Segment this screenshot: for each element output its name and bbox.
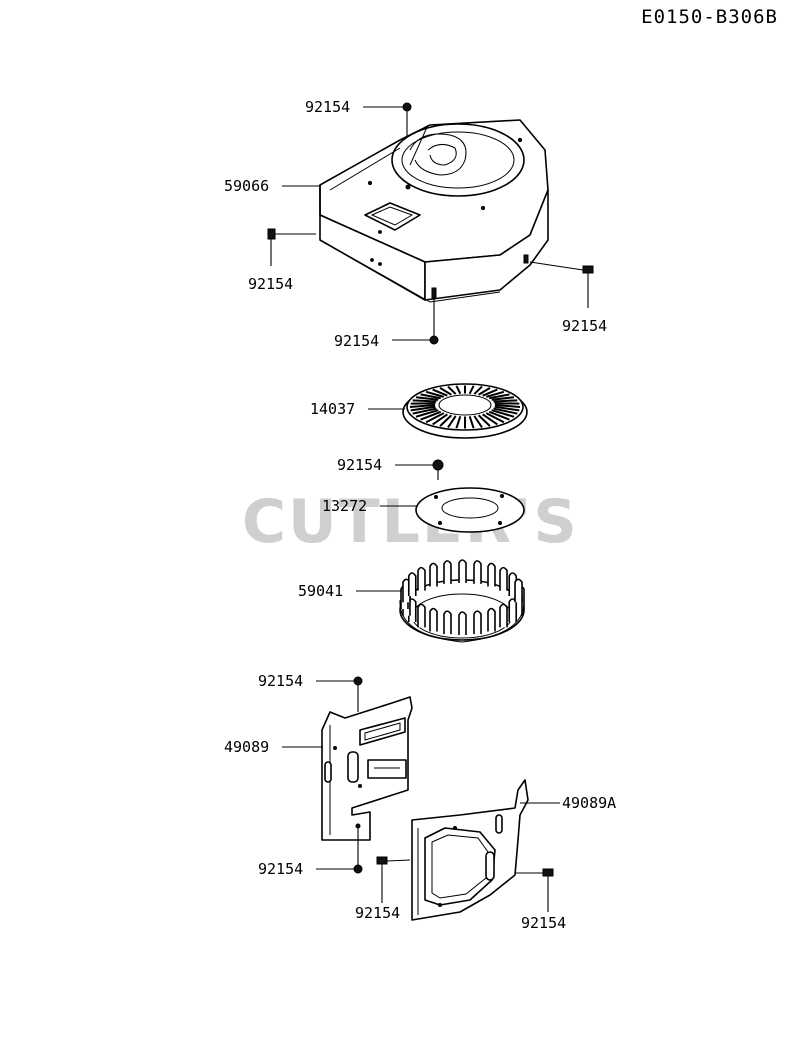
screen-slot	[425, 412, 445, 424]
screen-slot	[420, 410, 442, 421]
fan-blade	[429, 562, 438, 587]
callout-59041: 59041	[298, 582, 343, 600]
screen-slot	[494, 404, 521, 408]
screen-slot	[447, 385, 457, 395]
callout-92154-top: 92154	[305, 98, 350, 116]
callout-labels: 92154 59066 92154 92154 92154 14037 9215…	[224, 98, 616, 932]
screen-slot	[415, 409, 439, 418]
callout-92154-shroud-a-right: 92154	[521, 914, 566, 932]
diagram-code: E0150-B306B	[641, 6, 778, 28]
rotating-screen[interactable]	[402, 383, 528, 439]
screen-slot	[455, 385, 462, 395]
cylinder-shroud-a[interactable]	[411, 779, 529, 921]
callout-49089: 49089	[224, 738, 269, 756]
fan-blades	[400, 559, 525, 635]
callout-92154-nut: 92154	[337, 456, 382, 474]
fan-blade	[417, 566, 426, 591]
screen-slot	[468, 385, 475, 395]
screen-slot	[439, 414, 453, 427]
callout-92154-shroud-bottom: 92154	[258, 860, 303, 878]
screen-slot	[468, 416, 475, 429]
screen-slot	[491, 396, 515, 401]
fan-blade	[429, 607, 438, 632]
screen-slot	[493, 399, 518, 403]
screen-slots	[409, 385, 521, 429]
screen-slot	[482, 413, 498, 426]
fan-blade	[458, 611, 467, 635]
nut-center[interactable]	[432, 459, 444, 480]
screen-slot	[482, 388, 498, 397]
callout-13272: 13272	[322, 497, 367, 515]
screen-slot	[491, 409, 515, 418]
bolt-top-housing[interactable]	[402, 102, 412, 138]
callout-49089a: 49089A	[562, 794, 616, 812]
screen-slot	[477, 414, 491, 427]
screen-slot	[425, 390, 445, 398]
screen-slot	[473, 415, 483, 429]
callout-92154-shroud-top: 92154	[258, 672, 303, 690]
screen-slot	[415, 396, 439, 401]
bolt-left-housing[interactable]	[267, 228, 316, 266]
cooling-fan[interactable]	[399, 559, 525, 643]
callout-92154-right: 92154	[562, 317, 607, 335]
screen-slot	[409, 404, 436, 408]
screen-slot	[432, 388, 448, 397]
fan-blade	[473, 560, 482, 584]
fan-blade	[443, 560, 452, 584]
screen-slot	[447, 415, 457, 429]
fan-blade	[443, 610, 452, 635]
screen-slot	[420, 393, 441, 400]
cylinder-shroud[interactable]	[321, 696, 413, 841]
callout-92154-housing-bottom: 92154	[334, 332, 379, 350]
leader-lines	[282, 106, 560, 870]
blower-housing[interactable]	[319, 119, 549, 303]
bolt-bottom-housing[interactable]	[429, 298, 439, 345]
callout-14037: 14037	[310, 400, 355, 418]
callout-92154-left: 92154	[248, 275, 293, 293]
bolt-shroud-top[interactable]	[353, 676, 363, 712]
screen-slot	[412, 407, 437, 415]
fan-blade	[417, 603, 426, 628]
fan-blade	[487, 607, 496, 632]
fan-blade	[508, 598, 518, 622]
screen-slot	[485, 390, 505, 398]
fan-blade	[473, 610, 482, 635]
screen-slot	[478, 386, 491, 396]
fan-blade	[458, 559, 467, 583]
fan-blade	[499, 603, 508, 628]
screen-slot	[494, 405, 520, 412]
callout-59066: 59066	[224, 177, 269, 195]
fan-blade	[407, 572, 417, 596]
screen-slot	[432, 413, 448, 426]
screen-slot	[410, 405, 436, 412]
fan-blade	[487, 562, 496, 587]
bolt-shroud-a-right[interactable]	[515, 868, 554, 912]
screen-slot	[473, 385, 483, 395]
bolt-shroud-a-left[interactable]	[376, 856, 411, 903]
screen-slot	[489, 393, 510, 400]
screen-slot	[439, 386, 452, 396]
fan-plate[interactable]	[415, 487, 525, 533]
fan-blade	[514, 578, 523, 603]
fan-blade	[499, 566, 508, 591]
screen-slot	[455, 416, 462, 429]
screen-slot	[485, 412, 505, 424]
callout-92154-shroud-a-left: 92154	[355, 904, 400, 922]
screen-slot	[493, 407, 518, 415]
bolt-right-housing[interactable]	[529, 261, 594, 308]
screen-slot	[488, 410, 510, 421]
watermark-text: CUTLER'S	[242, 487, 579, 557]
screen-slot	[412, 399, 437, 403]
